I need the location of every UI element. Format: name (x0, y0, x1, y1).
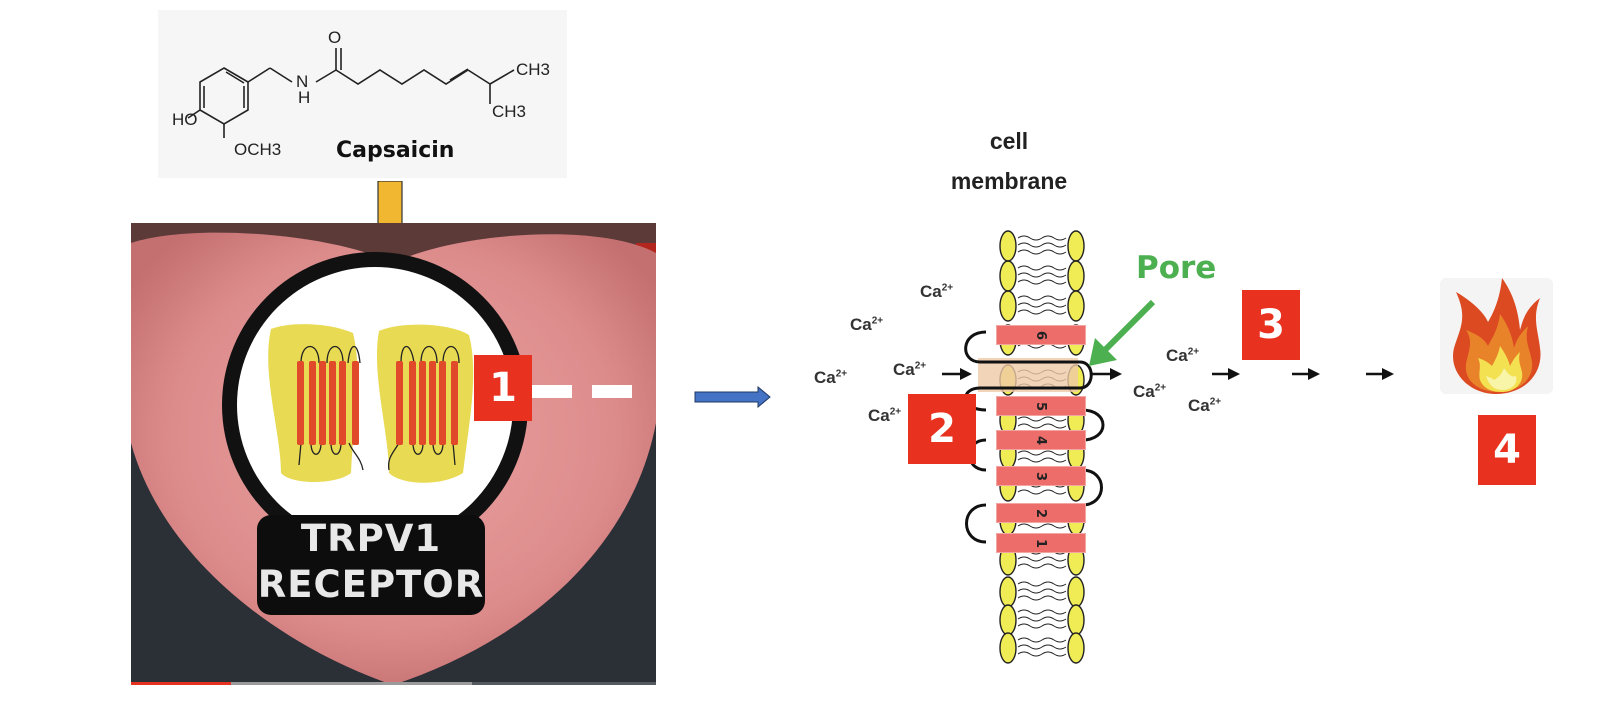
lipid-tail (1017, 595, 1067, 601)
lipid-tail (1017, 637, 1067, 643)
lipid-tail (1017, 309, 1067, 315)
lipid-tail (1017, 416, 1067, 422)
video-buffered (131, 682, 473, 685)
ca-ion-outside: Ca2+ (850, 315, 884, 334)
segment-number: 3 (1033, 471, 1049, 481)
receptor-label: TRPV1 RECEPTOR (257, 515, 485, 615)
lipid-tail (1017, 616, 1067, 622)
step-badge-2: 2 (908, 394, 976, 464)
lipid-tail (1017, 423, 1067, 429)
capsaicin-label: Capsaicin (336, 138, 455, 163)
lipid-tail (1017, 563, 1067, 569)
ca-ion-inside: Ca2+ (1133, 382, 1167, 401)
step-badge-4: 4 (1478, 415, 1536, 485)
ion-flow-arrows (942, 368, 1394, 380)
video-progress-bar[interactable] (131, 682, 656, 685)
lipid-head (1067, 290, 1085, 322)
atom-och3: OCH3 (234, 140, 282, 159)
transmembrane-segment-6: 6 (996, 325, 1086, 345)
atom-h: H (298, 88, 311, 107)
ca-ion-outside: Ca2+ (814, 368, 848, 387)
lipid-head (999, 260, 1017, 292)
ca-ion-outside: Ca2+ (893, 360, 927, 379)
lipid-tail (1017, 489, 1067, 495)
atom-ho: HO (172, 110, 198, 129)
membrane-diagram (964, 230, 1105, 664)
lipid-tail (1017, 242, 1067, 248)
lipid-tail (1017, 556, 1067, 562)
membrane-title-line2: membrane (950, 168, 1068, 194)
lipid-tail (1017, 457, 1067, 463)
receptor-type: RECEPTOR (257, 563, 485, 606)
transmembrane-segment-1: 1 (996, 533, 1086, 553)
ca-ion-outside: Ca2+ (868, 406, 902, 425)
burning-sensation-card (1440, 278, 1553, 394)
lipid-head (999, 576, 1017, 608)
lipid-tail (1017, 581, 1067, 587)
atom-ch3-bottom: CH3 (492, 102, 527, 121)
lipid-tail (1017, 295, 1067, 301)
fire-icon (1453, 278, 1541, 394)
transmembrane-segment-2: 2 (996, 503, 1086, 523)
flow-arrow (694, 386, 771, 408)
lipid-tail (1017, 235, 1067, 241)
lipid-head (999, 604, 1017, 636)
dash-segment (532, 385, 572, 398)
lipid-head (1067, 604, 1085, 636)
lipid-tail (1017, 265, 1067, 271)
lipid-tail (1017, 279, 1067, 285)
segment-number: 1 (1033, 538, 1049, 548)
step-badge-3: 3 (1242, 290, 1300, 360)
lipid-head (1067, 576, 1085, 608)
lipid-tail (1017, 523, 1067, 529)
segment-number: 6 (1033, 330, 1049, 340)
capsaicin-structure-card: HO OCH3 N H O CH3 CH3 Capsaicin (158, 10, 567, 178)
lipid-tail (1017, 249, 1067, 255)
segment-number: 2 (1033, 508, 1049, 518)
lipid-head (999, 290, 1017, 322)
atom-n: N (296, 72, 309, 91)
ca-ion-inside: Ca2+ (1166, 346, 1200, 365)
lipid-tail (1017, 450, 1067, 456)
lipid-tail (1017, 588, 1067, 594)
lipid-tail (1017, 623, 1067, 629)
segment-number: 5 (1033, 401, 1049, 411)
segment-number: 4 (1033, 435, 1049, 445)
capsaicin-skeleton (187, 48, 515, 138)
transmembrane-segment-3: 3 (996, 466, 1086, 486)
step-badge-1: 1 (474, 355, 532, 421)
lipid-head (999, 632, 1017, 664)
atom-ch3-top: CH3 (516, 60, 551, 79)
lipid-tail (1017, 651, 1067, 657)
lipid-head (1067, 632, 1085, 664)
transmembrane-segment-5: 5 (996, 396, 1086, 416)
membrane-title-line1: cell (989, 128, 1029, 154)
pore-label: Pore (1136, 250, 1217, 286)
pore-arrow (1089, 299, 1156, 366)
lipid-head (1067, 260, 1085, 292)
transmembrane-segment-4: 4 (996, 430, 1086, 450)
receptor-illustration (222, 252, 528, 558)
receptor-name: TRPV1 (300, 517, 442, 560)
video-played (131, 682, 231, 685)
pore-channel (978, 358, 1078, 392)
receptor-helices (297, 345, 460, 471)
ca-ion-outside: Ca2+ (920, 282, 954, 301)
atom-o: O (328, 28, 342, 47)
lipid-tail (1017, 272, 1067, 278)
tongue-video-frame[interactable]: TRPV1 RECEPTOR 1 (131, 223, 656, 685)
lipid-head (999, 230, 1017, 262)
lipid-tail (1017, 302, 1067, 308)
lipid-tail (1017, 609, 1067, 615)
dash-segment (592, 385, 632, 398)
lipid-head (1067, 230, 1085, 262)
lipid-tail (1017, 644, 1067, 650)
ca-ion-inside: Ca2+ (1188, 396, 1222, 415)
